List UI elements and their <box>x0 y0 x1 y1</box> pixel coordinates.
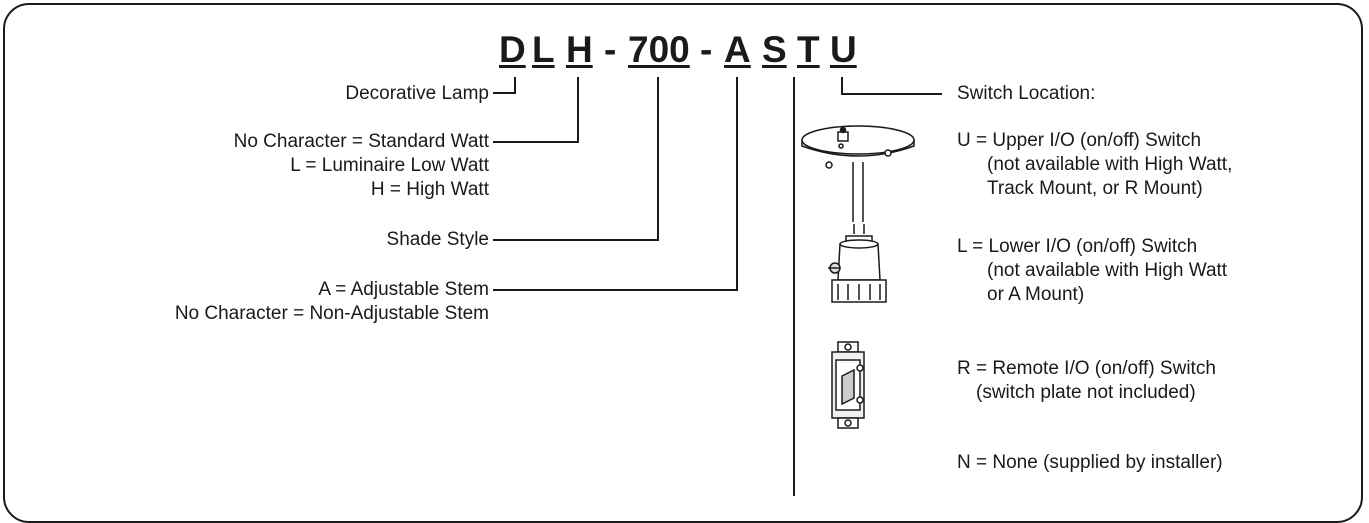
socket-switch-icon <box>828 224 887 303</box>
label-low-watt: L = Luminaire Low Watt <box>290 155 489 176</box>
code-char-a: A <box>724 29 751 70</box>
label-decorative-lamp: Decorative Lamp <box>345 83 489 104</box>
label-non-adjustable-stem: No Character = Non-Adjustable Stem <box>174 303 489 324</box>
toggle-switch-icon <box>831 341 865 429</box>
leader-switch-location <box>841 77 942 95</box>
code-char-l: L <box>532 29 555 70</box>
code-separator-2: - <box>700 29 713 70</box>
code-char-d: D <box>499 29 526 70</box>
label-lower-switch: L = Lower I/O (on/off) Switch <box>957 236 1198 257</box>
label-no-switch: N = None (supplied by installer) <box>957 452 1223 473</box>
label-upper-switch: U = Upper I/O (on/off) Switch <box>957 130 1202 151</box>
label-standard-watt: No Character = Standard Watt <box>233 131 489 152</box>
canopy-switch-icon <box>801 125 915 222</box>
label-switch-location: Switch Location: <box>957 83 1096 104</box>
label-high-watt: H = High Watt <box>370 179 489 200</box>
code-char-u: U <box>830 29 857 70</box>
code-shade-number: 700 <box>628 29 690 70</box>
label-upper-note-2: Track Mount, or R Mount) <box>987 178 1203 199</box>
code-char-s: S <box>762 29 787 70</box>
code-char-t: T <box>797 29 820 70</box>
connector-lines <box>493 77 942 496</box>
model-number-diagram: D L H - 700 - A S T U Decorative Lamp No… <box>3 3 1363 523</box>
label-lower-note-2: or A Mount) <box>987 284 1085 305</box>
leader-decorative-lamp <box>493 77 516 94</box>
label-lower-note-1: (not available with High Watt <box>987 260 1228 281</box>
label-remote-note: (switch plate not included) <box>976 382 1196 403</box>
label-upper-note-1: (not available with High Watt, <box>987 154 1233 175</box>
label-remote-switch: R = Remote I/O (on/off) Switch <box>957 358 1216 379</box>
leader-shade-style <box>493 77 659 241</box>
label-shade-style: Shade Style <box>386 229 489 250</box>
code-separator-1: - <box>604 29 617 70</box>
leader-stem <box>493 77 738 291</box>
leader-watt <box>493 77 579 143</box>
label-adjustable-stem: A = Adjustable Stem <box>318 279 489 300</box>
code-char-h: H <box>566 29 593 70</box>
